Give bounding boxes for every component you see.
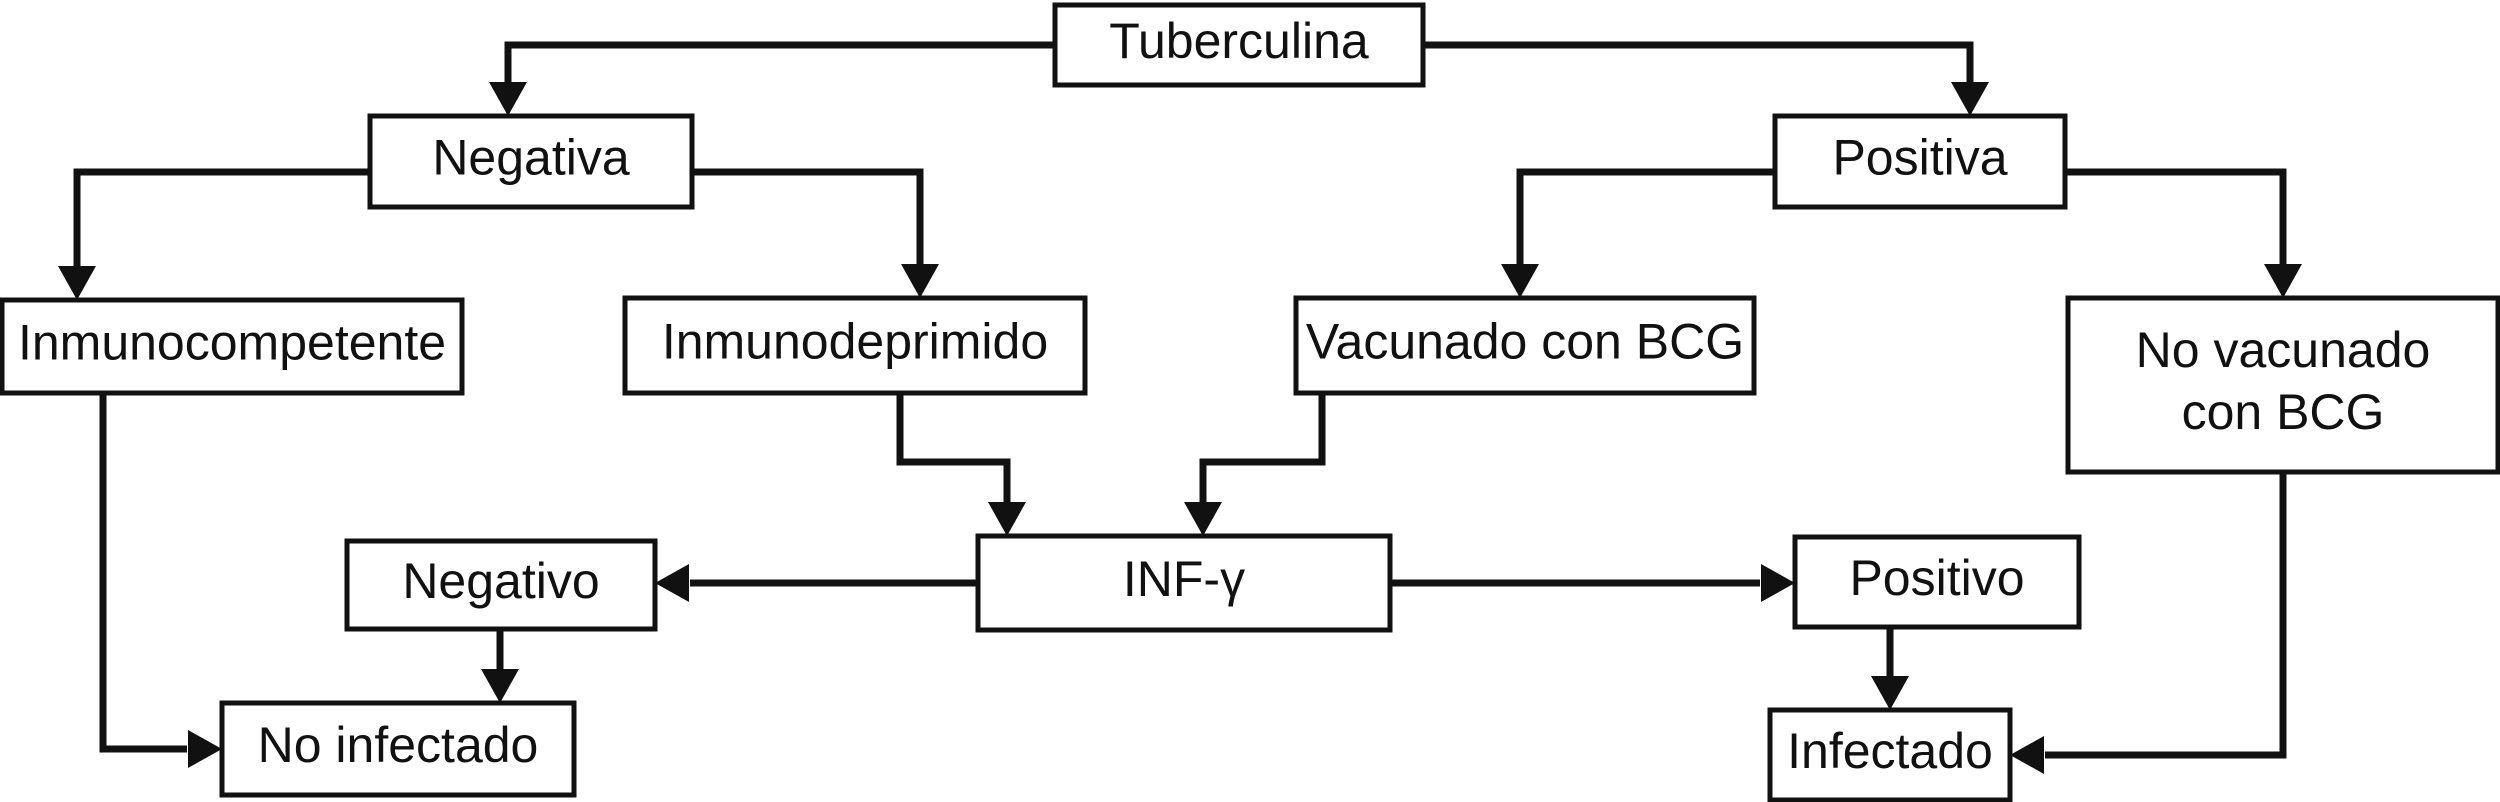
- node-negativa[interactable]: Negativa: [367, 113, 695, 210]
- connector-novacunado-infectado: [2010, 472, 2287, 774]
- node-label: Tuberculina: [1109, 13, 1369, 69]
- connector-line: [1516, 168, 1775, 282]
- node-label: con BCG: [2182, 384, 2385, 440]
- arrowhead-icon: [1761, 564, 1795, 602]
- connector-vacunado-inf: [1184, 393, 1326, 536]
- connector-layer: [58, 41, 2302, 774]
- arrowhead-icon: [1951, 82, 1989, 116]
- node-box[interactable]: [622, 295, 1088, 396]
- node-label: Inmunodeprimido: [662, 314, 1048, 370]
- arrowhead-icon: [481, 669, 519, 703]
- node-no_vacunado_bcg[interactable]: No vacunado con BCG: [2065, 295, 2500, 475]
- connector-inf-positivo: [1390, 564, 1795, 602]
- node-box[interactable]: [2065, 295, 2500, 475]
- node-box[interactable]: [1293, 295, 1757, 396]
- node-label: Positivo: [1849, 550, 2024, 606]
- connector-negativo-noinfectado: [481, 629, 519, 703]
- node-positiva[interactable]: Positiva: [1772, 113, 2068, 210]
- node-inmunodeprimido[interactable]: Inmunodeprimido: [622, 295, 1088, 396]
- connector-inmunocompetente-noinfectado: [99, 393, 222, 768]
- node-inmunocompetente[interactable]: Inmunocompetente: [0, 297, 465, 396]
- node-no_infectado[interactable]: No infectado: [219, 700, 577, 798]
- node-tuberculina[interactable]: Tuberculina: [1052, 2, 1426, 88]
- arrowhead-icon: [2264, 264, 2302, 298]
- node-negativo[interactable]: Negativo: [344, 538, 658, 632]
- connector-line: [1199, 393, 1326, 520]
- node-box[interactable]: [1792, 534, 2082, 630]
- arrowhead-icon: [655, 564, 689, 602]
- connector-line: [2065, 168, 2287, 282]
- node-label: Infectado: [1787, 723, 1993, 779]
- connector-tuberculina-positiva: [1423, 41, 1989, 116]
- arrowhead-icon: [1184, 502, 1222, 536]
- connector-line: [692, 168, 924, 282]
- connector-positiva-vacunado: [1501, 168, 1775, 298]
- connector-inf-negativo: [655, 564, 978, 602]
- node-label: INF-γ: [1123, 551, 1245, 607]
- node-box[interactable]: [1052, 2, 1426, 88]
- node-inf_gamma[interactable]: INF-γ: [975, 533, 1393, 633]
- node-box[interactable]: [1767, 707, 2013, 802]
- arrowhead-icon: [1871, 676, 1909, 710]
- arrowhead-icon: [489, 82, 527, 116]
- node-label: Vacunado con BCG: [1306, 314, 1744, 370]
- node-box[interactable]: [344, 538, 658, 632]
- connector-line: [99, 393, 187, 753]
- node-box[interactable]: [0, 297, 465, 396]
- connector-line: [896, 393, 1011, 520]
- node-box[interactable]: [367, 113, 695, 210]
- node-label: Inmunocompetente: [18, 315, 446, 371]
- node-vacunado_bcg[interactable]: Vacunado con BCG: [1293, 295, 1757, 396]
- arrowhead-icon: [58, 266, 96, 300]
- arrowhead-icon: [188, 730, 222, 768]
- connector-positivo-infectado: [1871, 627, 1909, 710]
- node-label: Negativo: [402, 553, 599, 609]
- node-label: No infectado: [258, 717, 539, 773]
- arrowhead-icon: [2010, 736, 2044, 774]
- connector-negativa-inmunocompetente: [58, 168, 370, 300]
- connector-negativa-inmunodeprimido: [692, 168, 939, 298]
- arrowhead-icon: [988, 502, 1026, 536]
- connector-inmunodeprimido-inf: [896, 393, 1026, 536]
- node-box[interactable]: [1772, 113, 2068, 210]
- node-label: Positiva: [1832, 130, 2007, 186]
- connector-line: [73, 168, 370, 284]
- connector-line: [1423, 41, 1974, 100]
- connector-tuberculina-negativa: [489, 41, 1055, 116]
- arrowhead-icon: [1501, 264, 1539, 298]
- node-box[interactable]: [975, 533, 1393, 633]
- node-positivo[interactable]: Positivo: [1792, 534, 2082, 630]
- connector-line: [2045, 472, 2287, 759]
- connector-positiva-novacunado: [2065, 168, 2302, 298]
- node-box[interactable]: [219, 700, 577, 798]
- node-label: No vacunado: [2136, 322, 2431, 378]
- connector-line: [504, 41, 1055, 100]
- node-label: Negativa: [432, 130, 630, 186]
- arrowhead-icon: [901, 264, 939, 298]
- node-infectado[interactable]: Infectado: [1767, 707, 2013, 802]
